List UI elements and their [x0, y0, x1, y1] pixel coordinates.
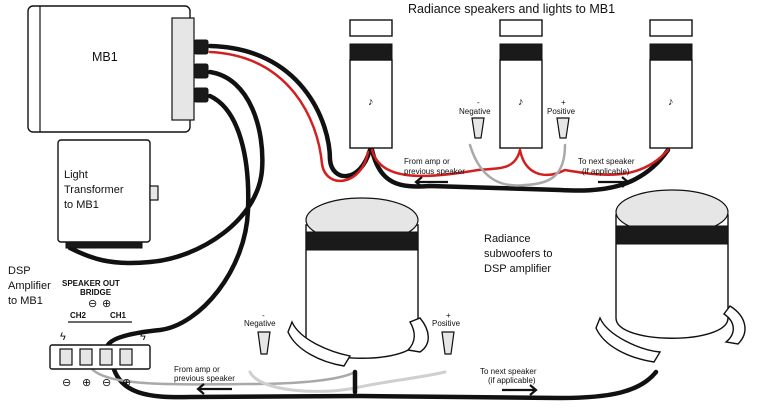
speaker-body	[649, 59, 693, 149]
bottom-negative-sign: -	[262, 311, 265, 320]
arrow-right-icon	[502, 384, 538, 396]
speaker-grille	[349, 43, 393, 61]
mb1-to-speakers-red-cable	[208, 50, 370, 183]
bottom-to-next-label: To next speaker (if applicable)	[480, 367, 539, 385]
speaker-out-label: SPEAKER OUT	[62, 279, 120, 288]
subwoofer-left	[287, 197, 429, 367]
dsp-terminals	[59, 348, 133, 366]
bottom-positive-sign: +	[446, 311, 451, 320]
mb1-unit: MB1	[27, 5, 209, 133]
dsp-amplifier-label: DSP Amplifier to MB1	[8, 265, 54, 307]
top-positive-sign: +	[561, 98, 566, 107]
radiance-speaker-left: ♪	[349, 19, 393, 149]
mb1-connector	[193, 87, 209, 103]
dsp-to-subs-gray-cable	[84, 356, 357, 386]
terminal-minus-top: ⊖	[88, 298, 97, 310]
top-from-amp-label: From amp or previous speaker	[404, 157, 465, 176]
radiance-speaker-center: ♪	[499, 19, 543, 149]
speaker-cap	[649, 19, 693, 37]
speaker-cap	[499, 19, 543, 37]
mb1-connector	[193, 63, 209, 79]
subwoofer-foot	[595, 316, 662, 363]
warning-bolt-icon: ϟ	[140, 331, 146, 343]
wire-nut-icon	[471, 117, 485, 139]
bridge-label: BRIDGE	[80, 288, 112, 297]
terminal	[59, 348, 73, 366]
subwoofer-foot	[406, 317, 429, 353]
speaker-body	[499, 59, 543, 149]
top-positive-label: Positive	[547, 107, 576, 116]
top-chain-red-cable	[370, 148, 670, 178]
top-negative-sign: -	[477, 98, 480, 107]
wire-nut-icon	[441, 331, 455, 355]
wire-nut-icon	[556, 117, 570, 139]
speaker-logo-icon: ♪	[518, 96, 524, 108]
wire-nut-icon	[257, 331, 271, 355]
terminal-plus-ch2: ⊕	[82, 377, 91, 389]
arrow-left-icon	[414, 176, 448, 188]
speaker-grille	[499, 43, 543, 61]
mb1-side-panel	[171, 17, 195, 121]
subwoofers-label: Radiance subwoofers to DSP amplifier	[484, 233, 556, 275]
speaker-cap	[349, 19, 393, 37]
arrow-left-icon	[196, 383, 232, 395]
top-chain-black-cable	[369, 147, 671, 193]
subwoofer-band	[615, 225, 729, 245]
top-negative-label: Negative	[459, 107, 491, 116]
subwoofer-foot	[722, 305, 746, 345]
mb1-to-speakers-black-cable	[207, 43, 373, 179]
arrow-right-icon	[598, 176, 630, 188]
mb1-to-transformer-cable	[67, 69, 265, 266]
top-wiring-labels: - Negative + Positive From amp or previo…	[404, 98, 637, 188]
cables	[67, 43, 671, 401]
terminal-minus-ch1: ⊖	[102, 377, 111, 389]
radiance-speaker-right: ♪	[649, 19, 693, 149]
speaker-grille	[649, 43, 693, 61]
bottom-negative-label: Negative	[244, 319, 276, 328]
bottom-positive-label: Positive	[432, 319, 461, 328]
mb1-connector	[193, 39, 209, 55]
dsp-amplifier-unit: DSP Amplifier to MB1 SPEAKER OUT BRIDGE …	[8, 265, 151, 389]
ch1-label: CH1	[110, 311, 127, 320]
dsp-to-subs-black-cable	[109, 359, 659, 401]
mb1-to-dsp-cable	[105, 93, 251, 348]
terminal	[79, 348, 93, 366]
ch2-label: CH2	[70, 311, 87, 320]
speaker-logo-icon: ♪	[668, 96, 674, 108]
transformer-bracket	[149, 185, 159, 201]
light-transformer-unit: Light Transformer to MB1	[57, 139, 159, 249]
mb1-label: MB1	[92, 50, 118, 64]
bottom-from-amp-label: From amp or previous speaker	[174, 365, 235, 383]
bottom-wiring-labels: - Negative + Positive From amp or previo…	[174, 311, 539, 396]
top-chain-gray-cable	[468, 143, 567, 187]
subwoofer-band	[305, 231, 419, 251]
speaker-logo-icon: ♪	[368, 96, 374, 108]
terminal	[119, 348, 133, 366]
mb1-connectors	[193, 39, 209, 103]
subwoofer-right	[595, 189, 746, 363]
speaker-body	[349, 59, 393, 149]
terminal	[99, 348, 113, 366]
terminal-plus-top: ⊕	[102, 298, 111, 310]
warning-bolt-icon: ϟ	[60, 331, 66, 343]
transformer-base	[65, 241, 143, 249]
light-transformer-label: Light Transformer to MB1	[64, 169, 127, 211]
terminal-plus-ch1: ⊕	[122, 377, 131, 389]
mb1-body	[27, 5, 191, 133]
subwoofer-foot	[287, 320, 352, 367]
terminal-minus-ch2: ⊖	[62, 377, 71, 389]
radiance-speakers-title: Radiance speakers and lights to MB1	[408, 2, 615, 16]
top-to-next-label: To next speaker (if applicable)	[578, 157, 637, 176]
